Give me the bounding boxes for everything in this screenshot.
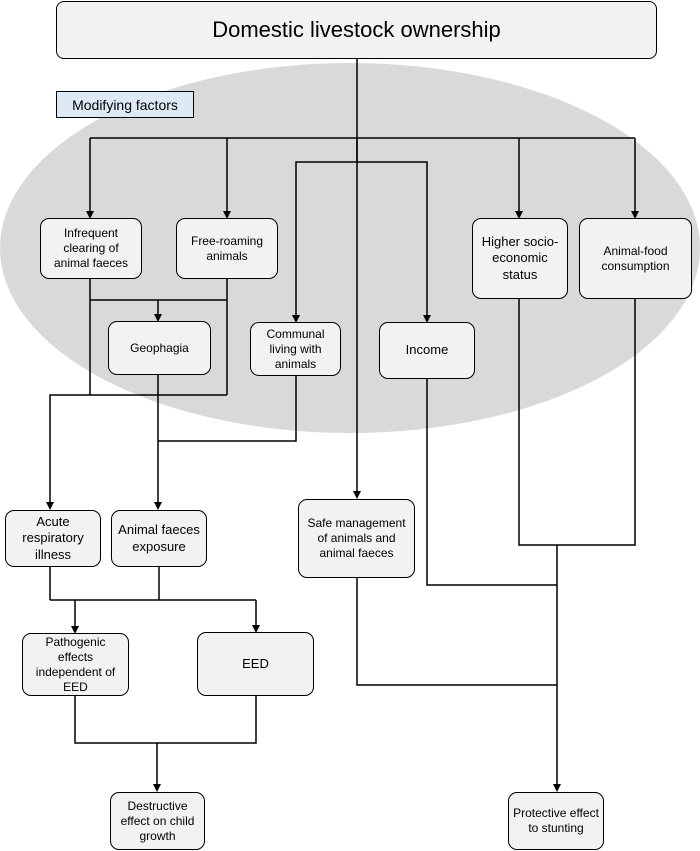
modifying-factors-label: Modifying factors xyxy=(56,91,194,118)
node-protective-effect: Protective effect to stunting xyxy=(508,792,604,850)
node-safe-management: Safe management of animals and animal fa… xyxy=(298,499,415,578)
node-geophagia: Geophagia xyxy=(108,321,211,375)
connector-communal-down xyxy=(158,376,297,442)
node-communal-living: Communal living with animals xyxy=(250,322,341,376)
title-box: Domestic livestock ownership xyxy=(56,1,657,59)
node-animal-food: Animal-food consumption xyxy=(579,218,692,299)
node-higher-ses: Higher socio-economic status xyxy=(472,218,568,299)
node-destructive-effect: Destructive effect on child growth xyxy=(110,792,205,850)
connector-safe-management-down xyxy=(356,578,557,686)
node-eed: EED xyxy=(197,632,314,696)
node-pathogenic-effects: Pathogenic effects independent of EED xyxy=(22,633,129,696)
connector-income-down xyxy=(426,379,557,586)
connector-pathogenic-down xyxy=(74,696,257,744)
connector-to-acute xyxy=(46,394,227,510)
node-infrequent-clearing: Infrequent clearing of animal faeces xyxy=(40,218,142,279)
page-title: Domestic livestock ownership xyxy=(212,17,501,43)
node-acute-respiratory: Acute respiratory illness xyxy=(5,510,101,567)
connector-to-income xyxy=(357,161,431,323)
node-animal-faeces-exposure: Animal faeces exposure xyxy=(111,510,207,567)
node-income: Income xyxy=(379,322,475,379)
connector-higher-ses-down xyxy=(518,299,636,546)
node-free-roaming: Free-roaming animals xyxy=(176,218,278,279)
